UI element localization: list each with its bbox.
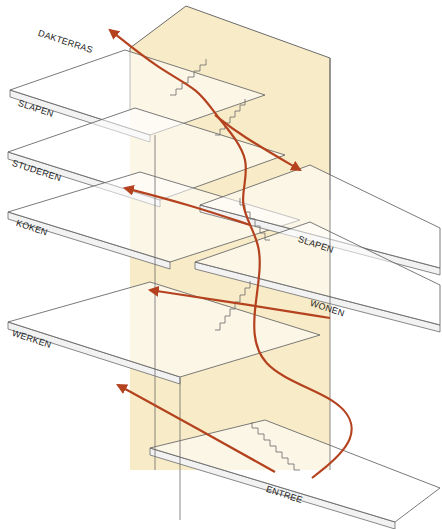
movement-arrow — [150, 290, 330, 318]
floor-slab — [195, 222, 440, 325]
floor-slab — [8, 282, 320, 377]
wall-line — [180, 378, 181, 520]
stair-flight — [215, 281, 250, 330]
movement-arrow — [215, 115, 300, 170]
wall-line — [155, 135, 156, 470]
movement-arrow — [110, 30, 352, 478]
movement-arrow — [118, 385, 275, 472]
floor-label: DAKTERRAS — [37, 28, 94, 55]
floor-slab — [150, 420, 440, 522]
wall-line — [330, 58, 331, 470]
movement-arrow — [125, 188, 250, 225]
